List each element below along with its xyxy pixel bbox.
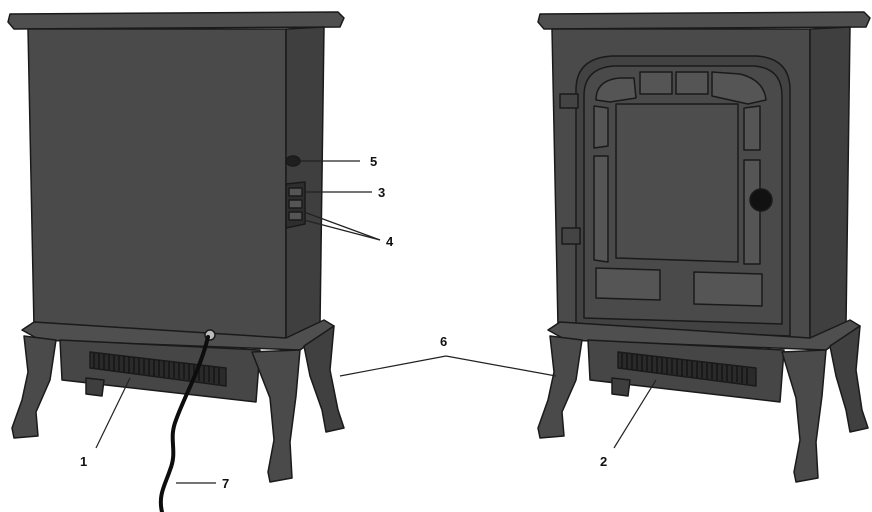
- leg-rear-small-2: [611, 377, 631, 397]
- leader-2: [613, 379, 657, 449]
- switch-3-icon: [288, 211, 303, 221]
- leader-lines: [95, 160, 657, 484]
- fire-window: [615, 103, 739, 263]
- heater-rear-view: [7, 11, 345, 483]
- leg-side-right-2: [829, 325, 869, 433]
- arch-segment-3: [675, 71, 709, 95]
- pillar-right-bottom: [743, 159, 761, 265]
- knob-icon: [285, 155, 301, 167]
- top-slab-front: [537, 11, 871, 30]
- body-front: [27, 28, 287, 346]
- pillar-left-bottom: [593, 155, 609, 263]
- pillar-left-top: [593, 105, 609, 149]
- leader-6a: [339, 355, 447, 377]
- arch-segment-2: [639, 71, 673, 95]
- callout-6: 6: [440, 334, 447, 349]
- heater-front-view: [537, 11, 871, 483]
- callout-5: 5: [370, 154, 377, 169]
- leg-front-right: [251, 349, 301, 483]
- callout-7: 7: [222, 476, 229, 491]
- callout-3: 3: [378, 185, 385, 200]
- top-slab: [7, 11, 345, 30]
- lower-panel-left: [595, 267, 661, 301]
- arch-segment-4: [711, 71, 767, 105]
- air-outlet-grille-front: [617, 351, 757, 387]
- hinge-bottom: [561, 227, 581, 245]
- leader-4b: [303, 219, 381, 241]
- leg-rear-small: [85, 377, 105, 397]
- arch-segment-1: [595, 77, 637, 103]
- switch-2-icon: [288, 199, 303, 209]
- leg-front-left-2: [537, 335, 583, 439]
- callout-2: 2: [600, 454, 607, 469]
- leg-side-right: [303, 325, 345, 433]
- switch-1-icon: [288, 187, 303, 197]
- hinge-top: [559, 93, 579, 109]
- leader-6b: [445, 355, 557, 377]
- door-handle-icon: [749, 188, 773, 212]
- leg-front-left: [11, 335, 57, 439]
- lower-panel-right: [693, 271, 763, 307]
- leader-4a: [303, 211, 381, 241]
- callout-1: 1: [80, 454, 87, 469]
- leg-front-right-2: [781, 349, 827, 483]
- body-side-right: [809, 26, 851, 346]
- pillar-right-top: [743, 105, 761, 151]
- leader-1: [95, 377, 131, 449]
- callout-4: 4: [386, 234, 394, 249]
- power-cord: [158, 335, 210, 512]
